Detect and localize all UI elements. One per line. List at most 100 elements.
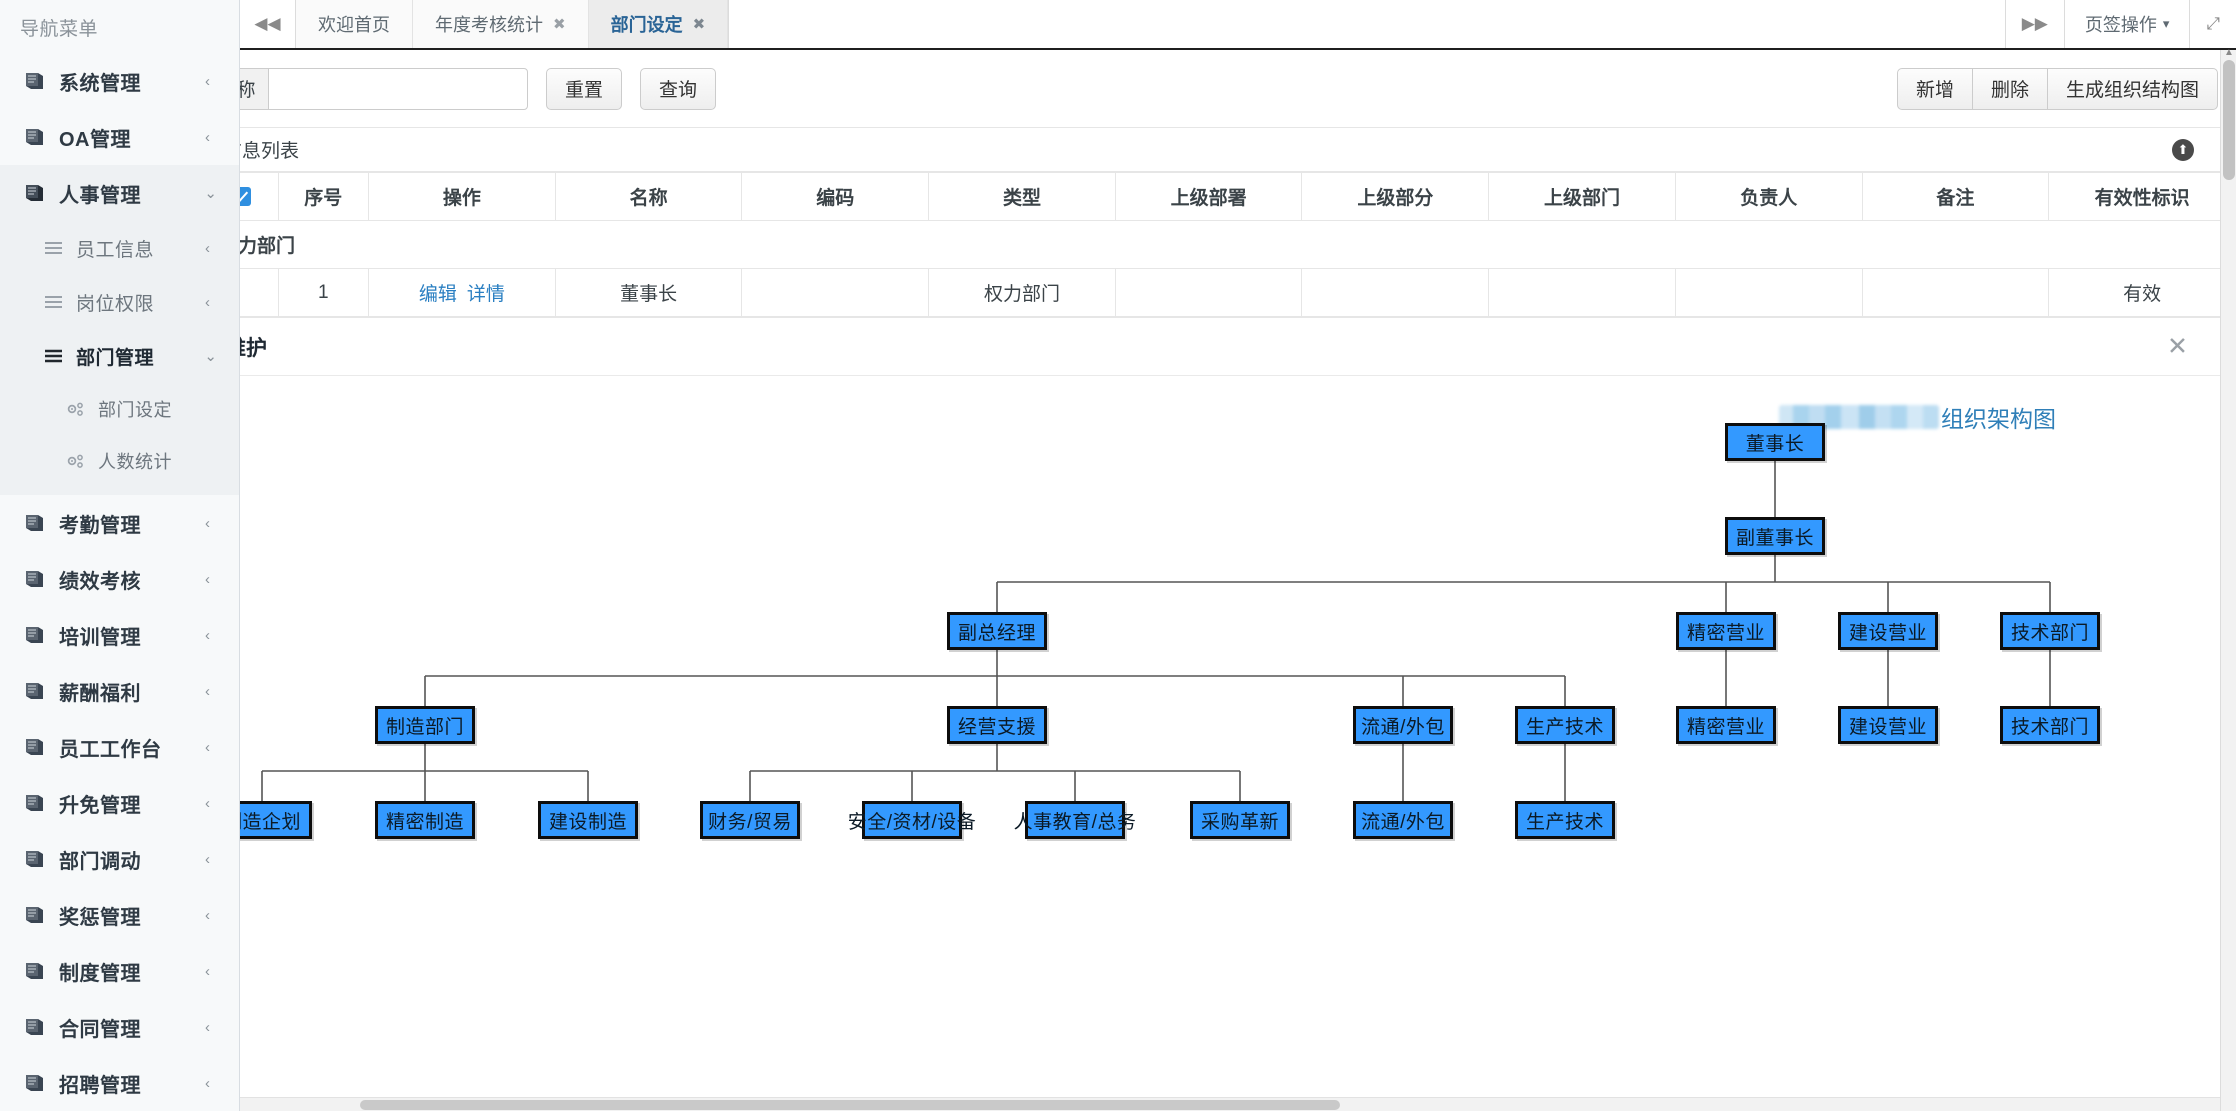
chevron-left-icon: ‹ xyxy=(205,738,210,756)
search-input[interactable] xyxy=(268,67,528,110)
vertical-scrollbar[interactable]: ▲ xyxy=(2220,47,2236,1111)
tab-welcome[interactable]: 欢迎首页 xyxy=(296,0,413,48)
sidebar-item-label: 系统管理 xyxy=(59,72,141,95)
tab-scroll-left-icon[interactable]: ◀◀ xyxy=(240,0,296,48)
detail-link[interactable]: 详情 xyxy=(466,284,505,305)
close-icon[interactable]: ✖ xyxy=(553,16,566,33)
checkbox-checked-icon[interactable] xyxy=(240,186,251,206)
tab-annual-review-stats[interactable]: 年度考核统计 ✖ xyxy=(413,0,589,48)
tab-bar: ◀◀ 欢迎首页 年度考核统计 ✖ 部门设定 ✖ ▶▶ 页签操作 ▾ ⤢ xyxy=(240,0,2236,50)
close-icon[interactable]: ✖ xyxy=(692,16,706,33)
org-node[interactable]: 制造企划 xyxy=(240,801,312,839)
page-action-menu[interactable]: 页签操作 ▾ xyxy=(2063,0,2190,48)
reset-button[interactable]: 重置 xyxy=(546,67,623,110)
row-parent-deploy xyxy=(1114,268,1303,317)
tab-dept-setting[interactable]: 部门设定 ✖ xyxy=(588,0,729,48)
sidebar-item-training[interactable]: 培训管理 ‹ xyxy=(0,607,239,663)
chevron-left-icon: ‹ xyxy=(205,128,210,146)
org-node[interactable]: 副董事长 xyxy=(1725,517,1825,555)
sidebar-sub-label: 岗位权限 xyxy=(76,293,155,315)
fullscreen-icon[interactable]: ⤢ xyxy=(2189,0,2236,48)
chevron-left-icon: ‹ xyxy=(205,962,210,980)
generate-org-chart-button[interactable]: 生成组织结构图 xyxy=(2046,67,2218,110)
org-node[interactable]: 生产技术 xyxy=(1515,801,1615,839)
org-node[interactable]: 流通/外包 xyxy=(1353,706,1453,744)
sidebar-item-contract[interactable]: 合同管理 ‹ xyxy=(0,999,239,1055)
org-node[interactable]: 精密制造 xyxy=(375,801,475,839)
close-icon[interactable]: ✕ xyxy=(2167,332,2188,360)
delete-button[interactable]: 删除 xyxy=(1971,67,2048,110)
sidebar-item-dept-management[interactable]: 部门管理 ⌄ xyxy=(0,329,239,383)
org-node[interactable]: 董事长 xyxy=(1725,423,1825,461)
sidebar-item-employee-workbench[interactable]: 员工工作台 ‹ xyxy=(0,719,239,775)
org-node[interactable]: 建设营业 xyxy=(1838,706,1938,744)
sidebar-item-label: 招聘管理 xyxy=(59,1074,141,1097)
edit-link[interactable]: 编辑 xyxy=(418,284,457,305)
gears-icon xyxy=(66,454,86,469)
org-node[interactable]: 安全/资材/设备 xyxy=(848,801,976,839)
org-node[interactable]: 建设制造 xyxy=(538,801,638,839)
sidebar-item-reward-punish[interactable]: 奖惩管理 ‹ xyxy=(0,887,239,943)
org-node[interactable]: 技术部门 xyxy=(2000,706,2100,744)
row-checkbox-cell[interactable] xyxy=(240,268,279,317)
sidebar-item-promotion[interactable]: 升免管理 ‹ xyxy=(0,775,239,831)
sidebar-item-dept-transfer[interactable]: 部门调动 ‹ xyxy=(0,831,239,887)
sidebar-item-recruitment[interactable]: 招聘管理 ‹ xyxy=(0,1055,239,1111)
sidebar-item-performance[interactable]: 绩效考核 ‹ xyxy=(0,551,239,607)
sidebar-item-employee-info[interactable]: 员工信息 ‹ xyxy=(0,221,239,275)
row-type: 权力部门 xyxy=(928,268,1116,317)
org-node[interactable]: 精密营业 xyxy=(1676,612,1776,650)
sidebar-item-label: 员工工作台 xyxy=(59,738,162,761)
sidebar-item-hr[interactable]: 人事管理 ⌄ xyxy=(0,165,239,221)
tab-scroll-right-icon[interactable]: ▶▶ xyxy=(2004,0,2064,48)
sidebar-item-compensation[interactable]: 薪酬福利 ‹ xyxy=(0,663,239,719)
hscrollbar-thumb[interactable] xyxy=(360,1100,1340,1110)
book-icon xyxy=(24,850,46,868)
org-node[interactable]: 人事教育/总务 xyxy=(1014,801,1136,839)
chevron-down-icon: ▾ xyxy=(2162,16,2170,31)
tab-bar-spacer xyxy=(728,0,2005,48)
org-node[interactable]: 流通/外包 xyxy=(1353,801,1453,839)
org-node[interactable]: 副总经理 xyxy=(947,612,1047,650)
sidebar-item-position-auth[interactable]: 岗位权限 ‹ xyxy=(0,275,239,329)
org-node[interactable]: 制造部门 xyxy=(375,706,475,744)
sidebar-item-headcount-stats[interactable]: 人数统计 xyxy=(0,435,239,487)
org-node[interactable]: 财务/贸易 xyxy=(700,801,800,839)
org-node[interactable]: 采购革新 xyxy=(1190,801,1290,839)
header-select-all[interactable] xyxy=(240,172,279,221)
sidebar-item-oa[interactable]: OA管理 ‹ xyxy=(0,109,239,165)
sidebar-item-attendance[interactable]: 考勤管理 ‹ xyxy=(0,495,239,551)
org-chart-hscroll[interactable] xyxy=(240,924,2236,936)
header-remark: 备注 xyxy=(1861,172,2050,221)
sidebar-item-dept-setting[interactable]: 部门设定 xyxy=(0,383,239,435)
org-node[interactable]: 建设营业 xyxy=(1838,612,1938,650)
scrollbar-thumb[interactable] xyxy=(2223,60,2235,180)
header-parent-dept: 上级部门 xyxy=(1488,172,1676,221)
scroll-up-icon[interactable]: ▲ xyxy=(2224,46,2234,58)
sidebar-leaf-label: 部门设定 xyxy=(98,400,172,420)
header-actions: 操作 xyxy=(368,172,556,221)
sidebar-item-system[interactable]: 系统管理 ‹ xyxy=(0,53,239,109)
org-node[interactable]: 技术部门 xyxy=(2000,612,2100,650)
org-node[interactable]: 精密营业 xyxy=(1676,706,1776,744)
chevron-down-icon: ⌄ xyxy=(204,347,217,365)
detail-panel-title: 息维护 xyxy=(240,336,267,360)
query-button[interactable]: 查询 xyxy=(640,67,717,110)
horizontal-scrollbar[interactable] xyxy=(240,1097,2220,1111)
chevron-left-icon: ‹ xyxy=(205,72,210,90)
nav-title: 导航菜单 xyxy=(20,19,99,40)
sidebar-item-policy[interactable]: 制度管理 ‹ xyxy=(0,943,239,999)
sidebar-leaf-label: 人数统计 xyxy=(98,452,172,472)
book-icon xyxy=(24,682,46,700)
bars-icon xyxy=(44,349,64,363)
refresh-icon[interactable]: ⬆ xyxy=(2172,138,2194,161)
add-button[interactable]: 新增 xyxy=(1896,67,1973,110)
org-node[interactable]: 生产技术 xyxy=(1515,706,1615,744)
sidebar-item-label: 培训管理 xyxy=(59,626,141,649)
header-type: 类型 xyxy=(928,172,1116,221)
table-row[interactable]: 1 编辑详情 董事长 权力部门 有效 xyxy=(240,268,2236,317)
sidebar-item-label: 合同管理 xyxy=(59,1018,141,1041)
chevron-left-icon: ‹ xyxy=(205,850,210,868)
org-node[interactable]: 经营支援 xyxy=(947,706,1047,744)
